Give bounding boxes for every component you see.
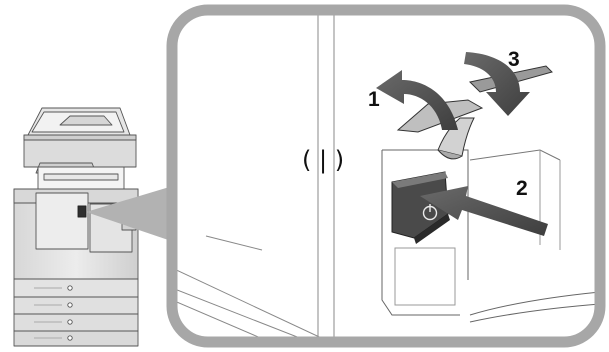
arrow-2-icon: [420, 186, 548, 236]
step-label-1: 1: [368, 88, 380, 111]
switch-on-symbol: ( | ): [302, 146, 344, 174]
printer-illustration: [13, 107, 139, 347]
arrow-3-icon: [464, 52, 530, 116]
callout-connector: [86, 182, 186, 246]
main-power-switch: [391, 171, 450, 244]
step-label-3: 3: [508, 48, 520, 71]
step-label-2: 2: [516, 177, 528, 200]
callout-frame: 1 2 3 ( | ): [166, 4, 606, 348]
arrow-1-icon: [376, 70, 458, 130]
